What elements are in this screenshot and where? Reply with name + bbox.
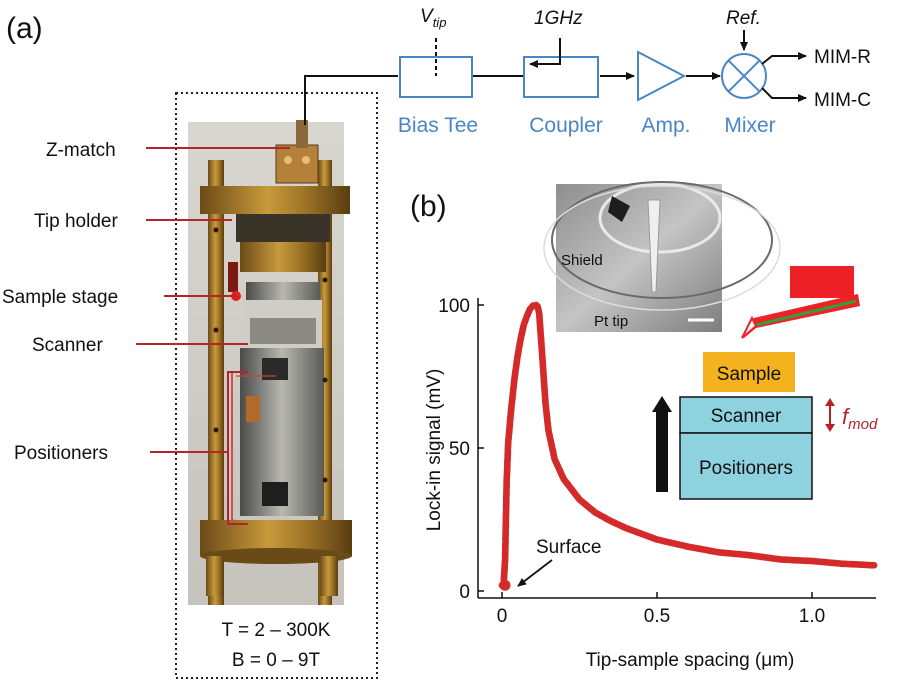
label-z-match: Z-match xyxy=(46,140,116,161)
frequency-label: 1GHz xyxy=(534,8,583,29)
sem-tip-label: Pt tip xyxy=(594,313,628,330)
sem-image xyxy=(543,181,781,332)
y-axis-title: Lock-in signal (mV) xyxy=(424,369,445,532)
mim-r-arrow xyxy=(761,52,807,65)
y-tick-label: 50 xyxy=(449,439,470,460)
scanner-block-label: Scanner xyxy=(711,406,782,427)
sem-shield-label: Shield xyxy=(561,252,603,269)
panel-b-label: (b) xyxy=(410,190,447,223)
chart-series xyxy=(498,301,878,591)
vtip-label: Vtip xyxy=(420,6,446,30)
ref-label: Ref. xyxy=(726,8,761,29)
vtip-subscript: tip xyxy=(433,15,447,30)
y-tick-label: 0 xyxy=(459,582,470,603)
label-tip-holder: Tip holder xyxy=(34,211,118,232)
fmod-subscript: mod xyxy=(848,416,878,433)
coupler-label: Coupler xyxy=(529,114,603,137)
instrument-photo xyxy=(188,120,352,605)
label-scanner: Scanner xyxy=(32,335,103,356)
panel-a-label: (a) xyxy=(6,12,43,45)
positioners-block xyxy=(679,432,813,500)
modulation-arrow-icon xyxy=(825,398,835,432)
mim-c-arrow xyxy=(761,87,807,102)
fmod-label: fmod xyxy=(842,404,878,433)
amplifier-triangle xyxy=(637,50,687,102)
positioners-block-label: Positioners xyxy=(699,458,793,479)
mixer-circle xyxy=(721,53,767,99)
y-tick-label: 100 xyxy=(438,296,470,317)
sample-block-label: Sample xyxy=(717,364,781,385)
photo-frame xyxy=(175,92,378,679)
surface-label: Surface xyxy=(536,537,601,558)
amp-label: Amp. xyxy=(641,114,690,137)
x-tick-label: 0 xyxy=(497,606,508,627)
label-sample-stage: Sample stage xyxy=(2,287,118,308)
cantilever-icon xyxy=(741,266,860,339)
x-tick-label: 0.5 xyxy=(644,606,670,627)
data-point xyxy=(870,561,878,569)
circuit-schematic xyxy=(304,30,807,125)
bias-tee-label: Bias Tee xyxy=(398,114,478,137)
label-positioners: Positioners xyxy=(14,443,108,464)
bias-tee-box xyxy=(399,56,473,98)
field-range: B = 0 – 9T xyxy=(232,650,321,671)
mim-c-label: MIM-C xyxy=(814,90,871,111)
mim-r-label: MIM-R xyxy=(814,47,871,68)
label-leaders xyxy=(136,147,290,525)
sample-block xyxy=(703,352,795,392)
coupler-feed-line xyxy=(529,38,561,68)
signal-line xyxy=(304,75,524,125)
chart-ticks: 0 50 100 0 0.5 1.0 xyxy=(438,296,825,627)
x-tick-label: 1.0 xyxy=(799,606,825,627)
surface-point xyxy=(499,579,511,591)
mixer-label: Mixer xyxy=(724,114,775,137)
surface-arrow xyxy=(517,559,553,587)
temperature-range: T = 2 – 300K xyxy=(222,620,331,641)
approach-arrow-icon xyxy=(652,396,672,492)
x-axis-title: Tip-sample spacing (μm) xyxy=(586,650,795,671)
